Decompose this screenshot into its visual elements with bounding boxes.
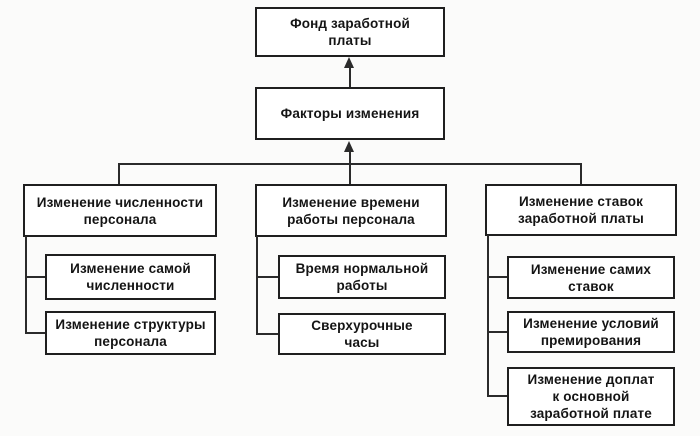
connector-stub	[487, 395, 507, 397]
connector-stub	[25, 332, 45, 334]
connector-rail	[118, 163, 582, 165]
connector-vertical-col2	[256, 236, 258, 335]
connector-stub-right	[580, 163, 582, 184]
node-change-factors: Факторы изменения	[255, 87, 445, 140]
connector-stub	[256, 276, 278, 278]
connector-vertical-col3	[487, 235, 489, 397]
arrowhead-up-icon	[344, 141, 354, 152]
connector-arrow-line	[349, 66, 351, 87]
connector-stub-left	[118, 163, 120, 184]
connector-stub	[25, 276, 45, 278]
arrowhead-up-icon	[344, 57, 354, 68]
connector-arrow-line	[349, 150, 351, 184]
connector-stub	[487, 276, 507, 278]
connector-stub	[256, 333, 278, 335]
connector-stub	[487, 331, 507, 333]
connector-vertical-col1	[25, 236, 27, 334]
